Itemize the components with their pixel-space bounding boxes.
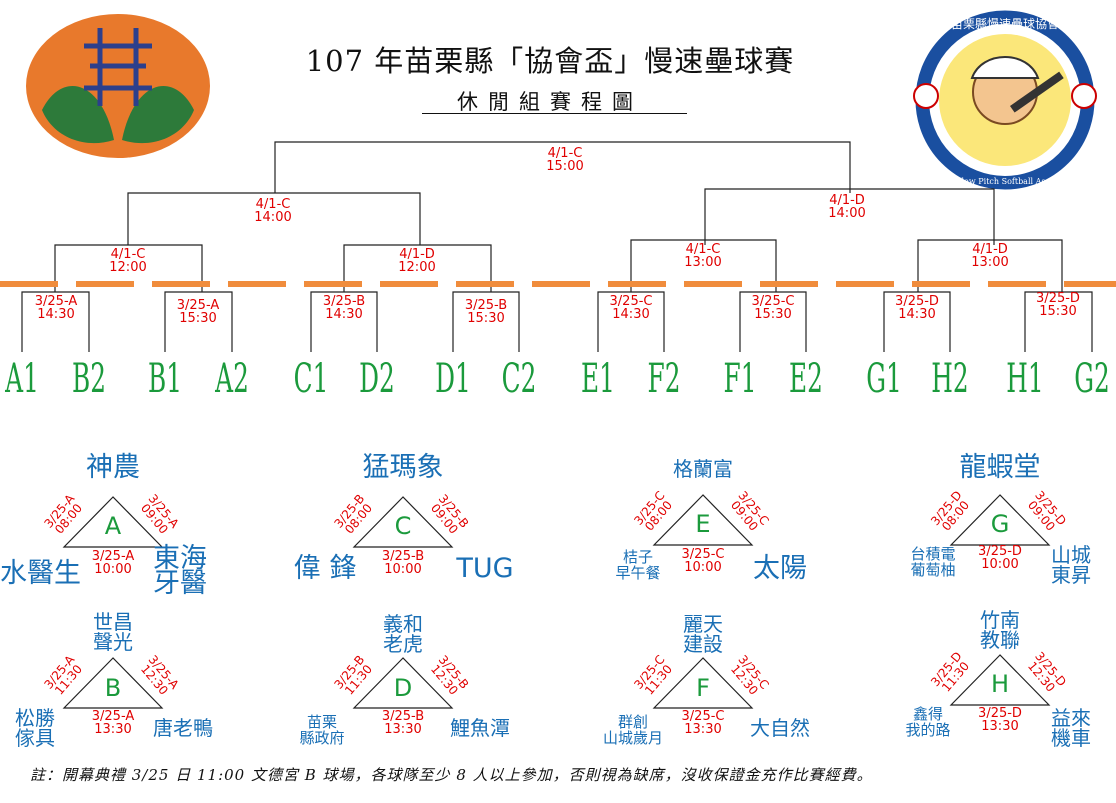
match-r1-4: 3/25-B 15:30 <box>464 298 508 326</box>
group-letter-b: B <box>104 674 122 702</box>
seed-c2: C2 <box>501 356 537 402</box>
group-d-mid-time: 3/25-B 13:30 <box>381 709 425 737</box>
match-r1-3: 3/25-B 14:30 <box>322 294 366 322</box>
seed-a1: A1 <box>5 356 39 402</box>
match-r1-8: 3/25-D 15:30 <box>1036 291 1080 319</box>
group-b-mid-time: 3/25-A 13:30 <box>91 709 135 737</box>
seed-b1: B1 <box>147 356 183 402</box>
group-letter-d: D <box>393 674 413 702</box>
page-title: 107 年苗栗縣「協會盃」慢速壘球賽 <box>305 44 795 78</box>
group-a-mid-time: 3/25-A 10:00 <box>91 549 135 577</box>
group-c-right-team: TUG <box>456 553 514 584</box>
logo-ring-text-top: 苗栗縣慢速壘球協會 <box>951 16 1059 31</box>
seed-d2: D2 <box>359 356 395 402</box>
seed-g1: G1 <box>866 356 902 402</box>
logo-ring-text-bottom: Miaoli Slow Pitch Softball Association <box>928 177 1082 186</box>
group-e-top-team: 格蘭富 <box>673 457 733 481</box>
subtitle-underline <box>422 113 687 114</box>
county-logo <box>26 14 210 158</box>
seed-d1: D1 <box>435 356 471 402</box>
group-f-mid-time: 3/25-C 13:30 <box>681 709 725 737</box>
group-a-right-team: 東海 牙醫 <box>153 543 207 599</box>
page-subtitle: 休閒組賽程圖 <box>457 90 643 114</box>
group-d-right-team: 鯉魚潭 <box>450 716 510 740</box>
seed-f2: F2 <box>647 356 681 402</box>
group-h-left-team: 鑫得 我的路 <box>905 705 951 739</box>
seed-e1: E1 <box>581 356 615 402</box>
group-letter-g: G <box>990 510 1010 538</box>
group-g-mid-time: 3/25-D 10:00 <box>978 544 1022 572</box>
group-c-top-team: 猛瑪象 <box>362 452 444 483</box>
seed-c1: C1 <box>293 356 329 402</box>
seed-a2: A2 <box>215 356 249 402</box>
group-letter-e: E <box>695 510 711 538</box>
group-e-left-team: 桔子 早午餐 <box>615 548 661 582</box>
match-r1-7: 3/25-D 14:30 <box>895 294 939 322</box>
group-h-mid-time: 3/25-D 13:30 <box>978 706 1022 734</box>
seed-e2: E2 <box>789 356 823 402</box>
match-r1-6: 3/25-C 15:30 <box>751 294 795 322</box>
group-g-right-team: 山城 東昇 <box>1051 543 1091 587</box>
seed-h2: H2 <box>931 356 969 402</box>
group-c-mid-time: 3/25-B 10:00 <box>381 549 425 577</box>
group-b-left-team: 松勝 傢具 <box>15 706 55 750</box>
group-b-top-team: 世昌 聲光 <box>93 610 133 654</box>
match-r1-5: 3/25-C 14:30 <box>609 294 653 322</box>
group-letter-c: C <box>394 512 412 540</box>
association-logo: 苗栗縣慢速壘球協會 Miaoli Slow Pitch Softball Ass… <box>913 10 1097 190</box>
match-r1-2: 3/25-A 15:30 <box>176 298 220 326</box>
seed-g2: G2 <box>1074 356 1110 402</box>
group-letter-h: H <box>990 670 1010 698</box>
match-quarter-3: 4/1-C 13:00 <box>684 242 722 270</box>
group-letter-a: A <box>104 512 122 540</box>
group-d-top-team: 義和 老虎 <box>383 612 423 656</box>
group-a-left-team: 水醫生 <box>0 558 81 589</box>
match-quarter-4: 4/1-D 13:00 <box>971 242 1009 270</box>
match-r1-1: 3/25-A 14:30 <box>34 294 78 322</box>
seed-f1: F1 <box>723 356 757 402</box>
group-h-top-team: 竹南 教聯 <box>980 608 1020 652</box>
group-b-right-team: 唐老鴨 <box>153 716 213 740</box>
match-quarter-1: 4/1-C 12:00 <box>109 247 147 275</box>
footnote: 註：開幕典禮 3/25 日 11:00 文德宮 B 球場，各球隊至少 8 人以上… <box>30 766 873 784</box>
seed-b2: B2 <box>71 356 107 402</box>
group-f-left-team: 群創 山城歲月 <box>602 713 663 747</box>
group-f-top-team: 麗天 建設 <box>683 612 723 656</box>
group-f-right-team: 大自然 <box>750 716 810 740</box>
match-semi-2: 4/1-D 14:00 <box>828 193 866 221</box>
match-semi-1: 4/1-C 14:00 <box>254 197 292 225</box>
group-g-top-team: 龍蝦堂 <box>959 452 1041 483</box>
group-a-top-team: 神農 <box>86 452 140 483</box>
group-h-right-team: 益來 機車 <box>1051 706 1091 750</box>
seed-h1: H1 <box>1006 356 1044 402</box>
match-quarter-2: 4/1-D 12:00 <box>398 247 436 275</box>
group-e-right-team: 太陽 <box>753 553 807 584</box>
group-d-left-team: 苗栗 縣政府 <box>299 713 345 747</box>
match-final: 4/1-C 15:00 <box>546 146 584 174</box>
group-g-left-team: 台積電 葡萄柚 <box>910 545 956 579</box>
group-e-mid-time: 3/25-C 10:00 <box>681 547 725 575</box>
group-letter-f: F <box>696 674 710 702</box>
group-c-left-team: 偉 鋒 <box>293 553 357 584</box>
